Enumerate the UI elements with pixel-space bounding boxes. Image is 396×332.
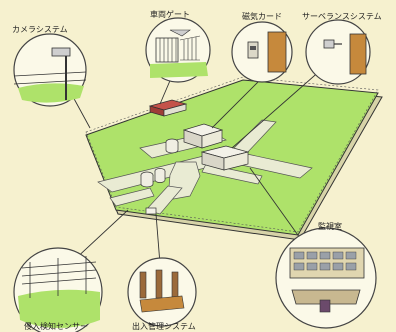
label-monitor-room: 監視室: [318, 222, 342, 231]
gate-house: [145, 207, 157, 215]
bubble-surveillance: [305, 19, 371, 85]
bubble-camera: [13, 33, 87, 107]
bubble-monitor-room: [275, 227, 377, 329]
leader-lines: [71, 61, 331, 265]
label-surveillance-system: サーベランスシステム: [302, 12, 382, 21]
bubble-intrusion-sensor: [13, 247, 103, 332]
bubble-vehicle-gate: [145, 17, 211, 83]
building-monitor: [200, 145, 250, 171]
label-magnetic-card: 磁気カード: [242, 12, 282, 21]
bubble-access-control: [127, 257, 197, 327]
label-intrusion-sensor: 侵入検知センサー: [24, 322, 88, 331]
label-camera-system: カメラシステム: [12, 25, 68, 34]
building-red-roof: [148, 99, 188, 117]
label-access-control: 出入管理システム: [132, 322, 196, 331]
label-vehicle-gate: 車両ゲート: [150, 10, 190, 19]
bubble-magnetic-card: [231, 21, 293, 83]
tanks: [140, 138, 179, 188]
